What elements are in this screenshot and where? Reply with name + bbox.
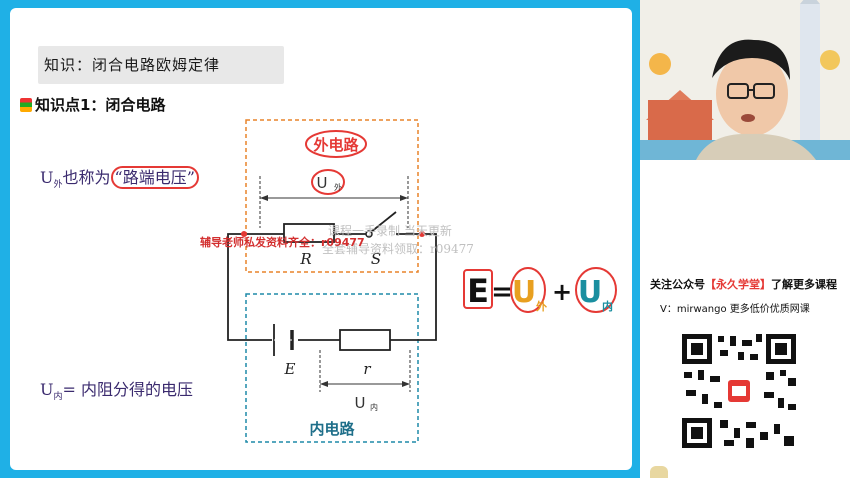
knowledge-point-text: 知识点1：闭合电路 (35, 96, 166, 114)
switch-S-label: S (371, 250, 381, 268)
internal-resistor-r (339, 329, 391, 351)
watermark-line1: 课程一手录制 当天更新 (328, 224, 452, 238)
book-icon (20, 98, 32, 112)
eq-u-outer-sub: 外 (535, 299, 547, 313)
u-symbol: U (40, 380, 54, 399)
slide-title: 知识：闭合电路欧姆定律 (44, 56, 221, 74)
outer-circuit-box (245, 119, 419, 273)
wire-right (390, 233, 437, 341)
note-text: = 内阻分得的电压 (62, 380, 194, 399)
follow-suffix: 了解更多课程 (771, 278, 837, 291)
avatar (650, 466, 668, 478)
u-outer-circle (311, 169, 345, 195)
inner-circuit-box (245, 293, 419, 443)
eq-u-inner: U (578, 275, 602, 310)
eq-u-outer: U (512, 275, 536, 310)
teacher-video[interactable] (640, 0, 850, 160)
wechat-contact: V：mirwango 更多低价优质网课 (660, 304, 810, 315)
follow-prefix: 关注公众号 (650, 278, 705, 291)
resistor-R (283, 223, 335, 243)
knowledge-point-heading: 知识点1：闭合电路 (20, 94, 165, 115)
eq-u-inner-sub: 内 (602, 299, 613, 313)
slide-title-bar: 知识：闭合电路欧姆定律 (38, 46, 284, 84)
eq-plus: + (552, 278, 572, 306)
emf-equation: E = U 外 + U 内 (463, 267, 617, 313)
inner-voltage-note: U内= 内阻分得的电压 (40, 376, 193, 402)
outer-circuit-label: 外电路 (312, 136, 359, 154)
u-outer-symbol: U (317, 174, 328, 192)
u-inner-subscript: 内 (370, 402, 378, 412)
wire-left (227, 233, 272, 341)
follow-brand: 【永久学堂】 (705, 278, 771, 291)
teacher-video-frame (640, 0, 850, 160)
terminal-voltage-term: “路端电压” (110, 166, 199, 189)
resistor-R-label: R (299, 250, 311, 268)
u-symbol: U (40, 168, 54, 187)
closed-circuit-diagram: 外电路 U 外 R S E r (227, 119, 437, 443)
note-text: 也称为 (62, 168, 111, 187)
watermark-line2: 全套辅导资料领取：r09477 (322, 242, 474, 256)
outer-label-circle (305, 130, 367, 158)
inner-circuit-label: 内电路 (309, 420, 355, 438)
u-subscript: 外 (53, 180, 63, 191)
watermark-red: 辅导老师私发资料齐全：r09477 (200, 236, 365, 249)
switch-S (365, 230, 373, 238)
internal-r-label: r (363, 360, 371, 378)
qr-code[interactable] (680, 332, 798, 450)
u-inner-symbol: U (355, 394, 366, 412)
emf-E-label: E (284, 360, 296, 378)
follow-banner: 关注公众号【永久学堂】了解更多课程 (650, 276, 837, 292)
u-subscript: 内 (53, 392, 63, 403)
right-panel: 关注公众号【永久学堂】了解更多课程 V：mirwango 更多低价优质网课 (640, 0, 850, 478)
u-outer-subscript: 外 (334, 182, 342, 192)
eq-E: E (467, 272, 489, 310)
terminal-left (241, 231, 247, 237)
eq-equals: = (491, 277, 513, 307)
terminal-right (419, 231, 425, 237)
outer-voltage-note: U外也称为“路端电压” (40, 164, 199, 190)
lecture-slide: 知识：闭合电路欧姆定律 知识点1：闭合电路 U外也称为“路端电压” U内= 内阻… (10, 8, 632, 470)
